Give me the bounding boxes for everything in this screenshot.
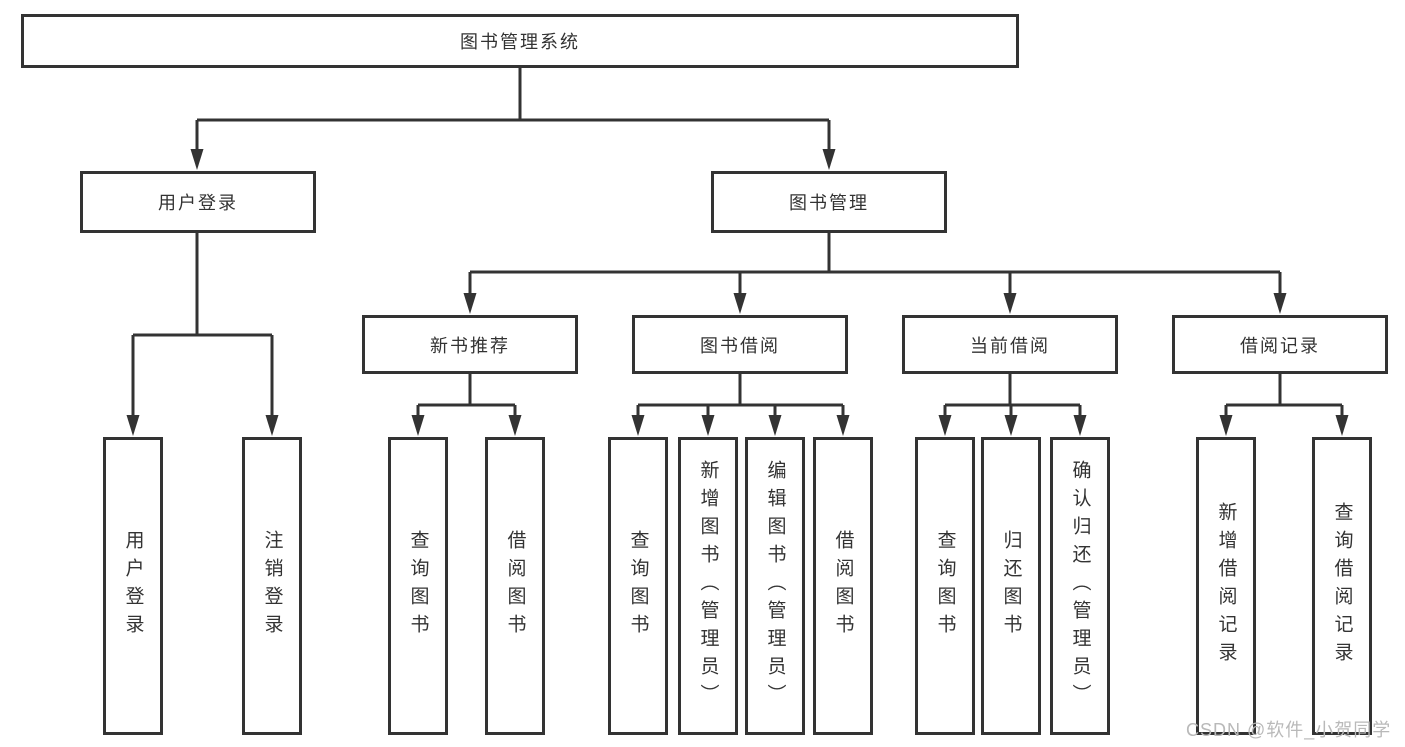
arrow-down-icon <box>265 415 279 436</box>
node-label: 用户登录 <box>122 530 144 642</box>
leaf-user-login: 用户登录 <box>103 437 163 735</box>
node-label: 确认归还（管理员） <box>1069 460 1091 712</box>
arrowheads <box>126 149 1349 436</box>
leaf-query-books: 查询图书 <box>388 437 448 735</box>
arrow-down-icon <box>938 415 952 436</box>
leaf-confirm-return-admin: 确认归还（管理员） <box>1050 437 1110 735</box>
connector-user-login-to-leaves <box>131 232 274 417</box>
node-label: 借阅记录 <box>1240 335 1320 356</box>
arrow-down-icon <box>126 415 140 436</box>
arrow-down-icon <box>1273 293 1287 314</box>
leaf-edit-books-admin: 编辑图书（管理员） <box>745 437 805 735</box>
arrow-down-icon <box>701 415 715 436</box>
arrow-down-icon <box>508 415 522 436</box>
arrow-down-icon <box>733 293 747 314</box>
node-label: 图书管理 <box>789 193 869 213</box>
node-label: 借阅图书 <box>504 530 526 642</box>
leaf-borrow-books: 借阅图书 <box>485 437 545 735</box>
arrow-down-icon <box>190 149 204 170</box>
node-label: 借阅图书 <box>832 530 854 642</box>
node-book-borrow: 图书借阅 <box>632 315 848 374</box>
node-label: 用户登录 <box>158 193 238 213</box>
node-label: 当前借阅 <box>970 335 1050 356</box>
node-label: 图书管理系统 <box>460 32 580 52</box>
leaf-query-books: 查询图书 <box>608 437 668 735</box>
arrow-down-icon <box>1004 415 1018 436</box>
arrow-down-icon <box>1003 293 1017 314</box>
node-label: 编辑图书（管理员） <box>764 460 786 712</box>
node-user-login: 用户登录 <box>80 171 316 233</box>
node-label: 新增图书（管理员） <box>697 460 719 712</box>
node-current-borrow: 当前借阅 <box>902 315 1118 374</box>
arrow-down-icon <box>411 415 425 436</box>
leaf-query-books: 查询图书 <box>915 437 975 735</box>
connector-root-to-level2 <box>195 67 831 151</box>
node-label: 查询图书 <box>407 530 429 642</box>
node-label: 查询借阅记录 <box>1331 502 1353 670</box>
arrow-down-icon <box>822 149 836 170</box>
node-label: 归还图书 <box>1000 530 1022 642</box>
node-label: 查询图书 <box>627 530 649 642</box>
leaf-logout: 注销登录 <box>242 437 302 735</box>
leaf-return-books: 归还图书 <box>981 437 1041 735</box>
arrow-down-icon <box>768 415 782 436</box>
node-label: 查询图书 <box>934 530 956 642</box>
connector-book-management-to-level3 <box>468 232 1282 295</box>
node-book-management: 图书管理 <box>711 171 947 233</box>
leaf-add-books-admin: 新增图书（管理员） <box>678 437 738 735</box>
node-label: 图书借阅 <box>700 335 780 356</box>
connector-current-borrow-to-leaves <box>943 373 1082 417</box>
node-label: 新增借阅记录 <box>1215 502 1237 670</box>
arrow-down-icon <box>1335 415 1349 436</box>
connector-book-borrow-to-leaves <box>636 373 845 417</box>
arrow-down-icon <box>631 415 645 436</box>
node-new-book-recommend: 新书推荐 <box>362 315 578 374</box>
connector-new-books-to-leaves <box>416 373 517 417</box>
leaf-borrow-books: 借阅图书 <box>813 437 873 735</box>
arrow-down-icon <box>1219 415 1233 436</box>
arrow-down-icon <box>836 415 850 436</box>
node-label: 注销登录 <box>261 530 283 642</box>
node-library-management-system: 图书管理系统 <box>21 14 1019 68</box>
node-borrow-records: 借阅记录 <box>1172 315 1388 374</box>
leaf-add-borrow-record: 新增借阅记录 <box>1196 437 1256 735</box>
node-label: 新书推荐 <box>430 335 510 356</box>
csdn-watermark: CSDN @软件_小贺同学 <box>1186 720 1392 740</box>
arrow-down-icon <box>1073 415 1087 436</box>
leaf-query-borrow-record: 查询借阅记录 <box>1312 437 1372 735</box>
connector-borrow-records-to-leaves <box>1224 373 1344 417</box>
arrow-down-icon <box>463 293 477 314</box>
